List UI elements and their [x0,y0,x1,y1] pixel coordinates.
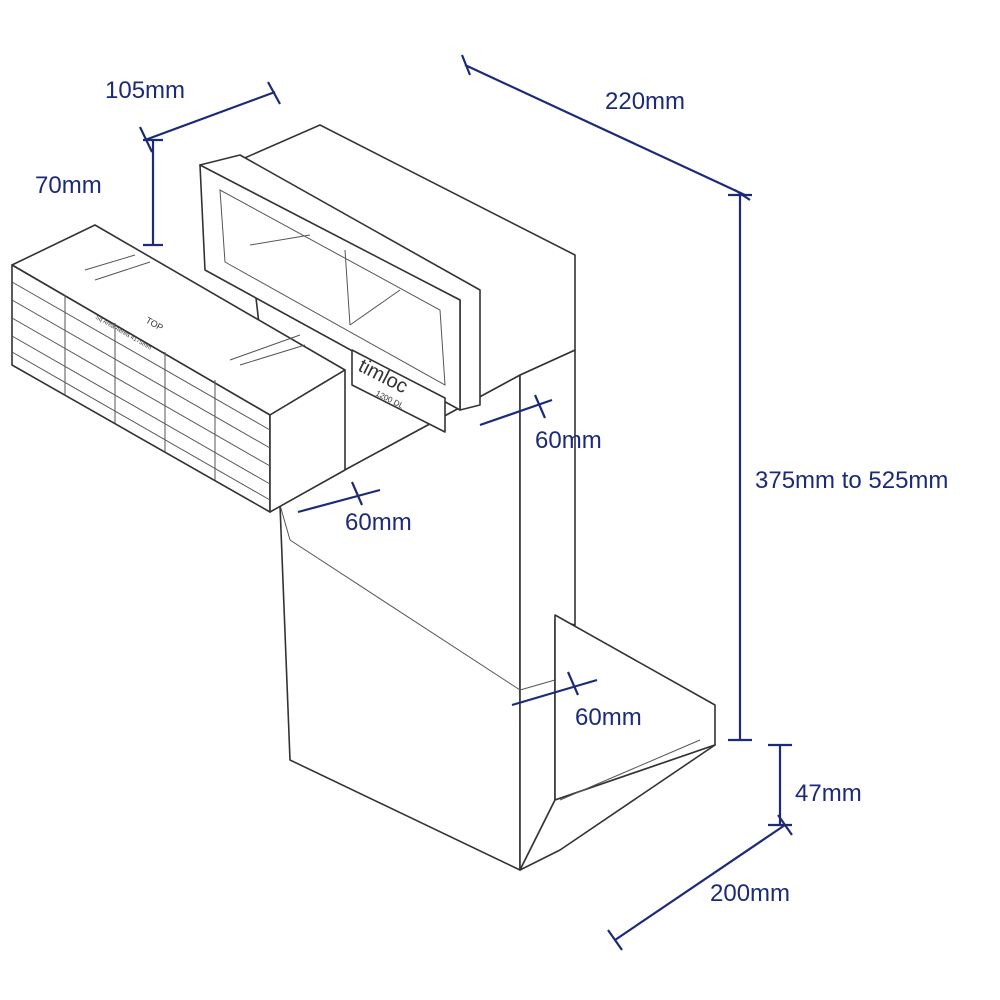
bottom-foot [519,614,716,871]
dim-60-low-line [511,671,598,707]
dim-height-line [728,193,752,742]
dim-200-label: 200mm [710,880,790,907]
dim-70-label: 70mm [35,172,102,199]
dim-70-line [143,138,163,247]
dim-220-label: 220mm [605,88,685,115]
dimension-lines [139,54,793,951]
dim-47-label: 47mm [795,780,862,807]
dim-60-low-label: 60mm [575,704,642,731]
dim-60-top-label: 60mm [535,427,602,454]
dim-height-label: 375mm to 525mm [755,467,948,494]
dim-60-mid-label: 60mm [345,509,412,536]
dim-47-line [768,743,792,827]
dim-200-line [607,814,793,951]
top-opening [199,154,481,411]
dim-220-line [460,54,751,201]
dim-60-mid-line [297,481,381,514]
dim-105-label: 105mm [105,77,185,104]
air-brick-grille: TOP Sq Area Aerea 4175mm [11,224,346,513]
dim-60-top-line [479,394,553,427]
